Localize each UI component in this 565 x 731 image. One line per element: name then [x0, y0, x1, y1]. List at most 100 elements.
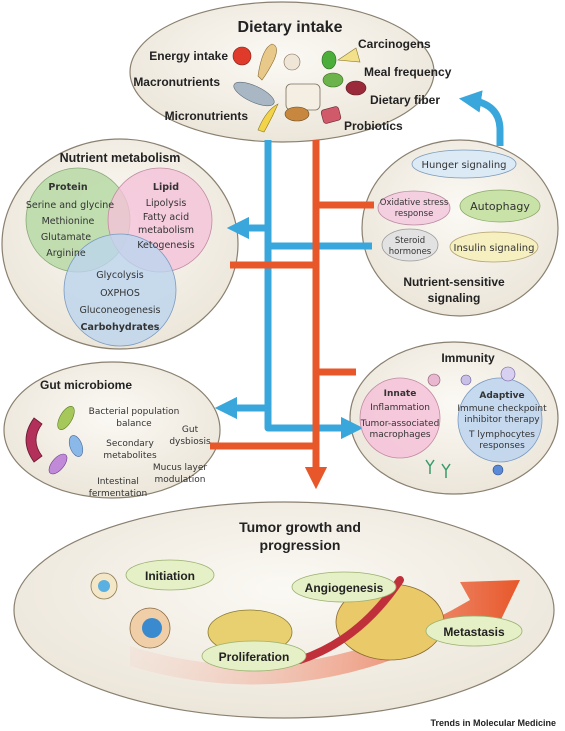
immune-cell-icon	[427, 373, 441, 387]
beans-icon	[345, 80, 367, 96]
burger-icon	[284, 106, 310, 122]
steroid-label-line1: Steroid	[395, 236, 425, 246]
protein-title: Protein	[48, 182, 87, 193]
pepper-icon	[321, 50, 337, 70]
label-dietary-fiber: Dietary fiber	[370, 93, 440, 107]
gut-item-modulation: modulation	[155, 475, 206, 485]
nucleus-icon	[142, 618, 162, 638]
meal-box-icon	[285, 83, 321, 111]
tumor-title-line2: progression	[260, 537, 341, 553]
nucleus-icon	[98, 580, 110, 592]
t-cell-icon	[492, 464, 504, 476]
cheese-icon	[337, 47, 361, 63]
gut-item-intestinal: Intestinal	[97, 477, 139, 487]
carb-item-oxphos: OXPHOS	[100, 288, 140, 299]
meat-icon	[320, 106, 342, 124]
tomato-icon	[232, 46, 252, 66]
hunger-signaling-label: Hunger signaling	[421, 160, 506, 171]
protein-item-methionine: Methionine	[42, 216, 95, 227]
steroid-label-line2: hormones	[389, 247, 432, 257]
bacteria-illustrations	[25, 406, 84, 475]
gut-item-bacterial-population: Bacterial population	[89, 407, 180, 417]
gut-microbiome-title: Gut microbiome	[40, 378, 132, 392]
innate-item-macrophages: macrophages	[369, 430, 430, 440]
nutrient-sensing-panel	[361, 139, 559, 317]
gut-item-dysbiosis: dysbiosis	[169, 437, 211, 447]
lipid-item-ketogenesis: Ketogenesis	[137, 240, 194, 251]
baguette-icon	[257, 43, 277, 81]
gut-item-fermentation: fermentation	[89, 489, 148, 499]
adaptive-title: Adaptive	[479, 391, 524, 401]
fish-icon	[233, 81, 275, 107]
protein-item-arginine: Arginine	[46, 248, 86, 259]
adaptive-circle	[457, 377, 543, 463]
gut-item-secondary: Secondary	[106, 439, 154, 449]
adaptive-item-immune-checkpoint: Immune checkpoint	[457, 404, 547, 414]
hunger-signaling-pill	[411, 149, 517, 179]
angiogenesis-pill	[291, 571, 397, 603]
bacterium-icon-purple	[48, 453, 68, 475]
orange-arrows	[210, 140, 374, 490]
label-energy-intake: Energy intake	[149, 49, 228, 63]
carbohydrates-title: Carbohydrates	[81, 322, 160, 333]
proliferation-pill	[201, 640, 307, 672]
banana-icon	[257, 103, 279, 133]
mushroom-icon	[283, 53, 301, 71]
nutrient-sensing-title-line1: Nutrient-sensitive	[403, 275, 505, 289]
bacterium-icon-blue	[68, 435, 84, 457]
adaptive-item-t-lymphocytes: T lymphocytes	[468, 430, 535, 440]
innate-title: Innate	[384, 389, 417, 399]
food-illustrations	[232, 43, 367, 133]
innate-circle	[359, 377, 441, 459]
lipid-item-fatty-acid: Fatty acid	[143, 212, 189, 223]
innate-item-tumor-associated: Tumor-associated	[360, 419, 440, 429]
lipid-item-metabolism: metabolism	[138, 225, 194, 236]
bacterium-icon-curved	[25, 417, 43, 463]
protein-item-glutamate: Glutamate	[41, 232, 91, 243]
carbohydrates-circle	[63, 233, 177, 347]
steroid-hormones-pill	[381, 228, 439, 262]
antibody-icon	[441, 463, 451, 478]
tumor-title-line1: Tumor growth and	[239, 519, 361, 535]
dietary-intake-panel	[129, 1, 435, 143]
blue-arrow-hunger-loop	[458, 90, 504, 146]
gut-item-balance: balance	[116, 419, 152, 429]
carb-item-glycolysis: Glycolysis	[96, 270, 144, 281]
oxidative-stress-label-line1: Oxidative stress	[380, 198, 449, 208]
lymphocyte-icon	[460, 374, 472, 386]
dendritic-cell-icon	[500, 366, 516, 382]
immune-cell-illustrations	[425, 366, 516, 478]
oxidative-stress-pill	[377, 190, 451, 226]
insulin-signaling-label: Insulin signaling	[454, 243, 535, 254]
blue-arrow-to-nutrient-metabolism	[226, 140, 272, 240]
metastasis-label: Metastasis	[443, 625, 505, 639]
lipid-title: Lipid	[153, 182, 179, 193]
blue-arrow-to-immunity	[264, 408, 364, 440]
nutrient-sensing-title-line2: signaling	[428, 291, 481, 305]
label-probiotics: Probiotics	[344, 119, 403, 133]
initiation-label: Initiation	[145, 569, 195, 583]
carb-item-gluconeogenesis: Gluconeogenesis	[79, 305, 160, 316]
adaptive-item-inhibitor-therapy: inhibitor therapy	[464, 415, 540, 425]
blue-arrows	[214, 90, 504, 440]
gut-item-metabolites: metabolites	[103, 451, 157, 461]
lipid-item-lipolysis: Lipolysis	[146, 198, 187, 209]
innate-item-inflammation: Inflammation	[370, 403, 430, 413]
nutrient-metabolism-title: Nutrient metabolism	[60, 151, 181, 165]
label-meal-frequency: Meal frequency	[364, 65, 452, 79]
oxidative-stress-label-line2: response	[395, 209, 434, 219]
dietary-intake-title: Dietary intake	[238, 19, 343, 36]
autophagy-label: Autophagy	[470, 200, 530, 213]
metastasis-pill	[425, 615, 523, 647]
label-micronutrients: Micronutrients	[165, 109, 249, 123]
journal-footer: Trends in Molecular Medicine	[430, 718, 556, 728]
gut-item-mucus-layer: Mucus layer	[153, 463, 208, 473]
dietary-intake-labels: Energy intake Carcinogens Macronutrients…	[133, 37, 451, 133]
label-carcinogens: Carcinogens	[358, 37, 431, 51]
tumor-stage-labels: Initiation Angiogenesis Proliferation Me…	[125, 559, 523, 672]
bacterium-icon-green	[57, 406, 75, 430]
gut-item-gut: Gut	[182, 425, 199, 435]
salad-icon	[322, 72, 344, 88]
